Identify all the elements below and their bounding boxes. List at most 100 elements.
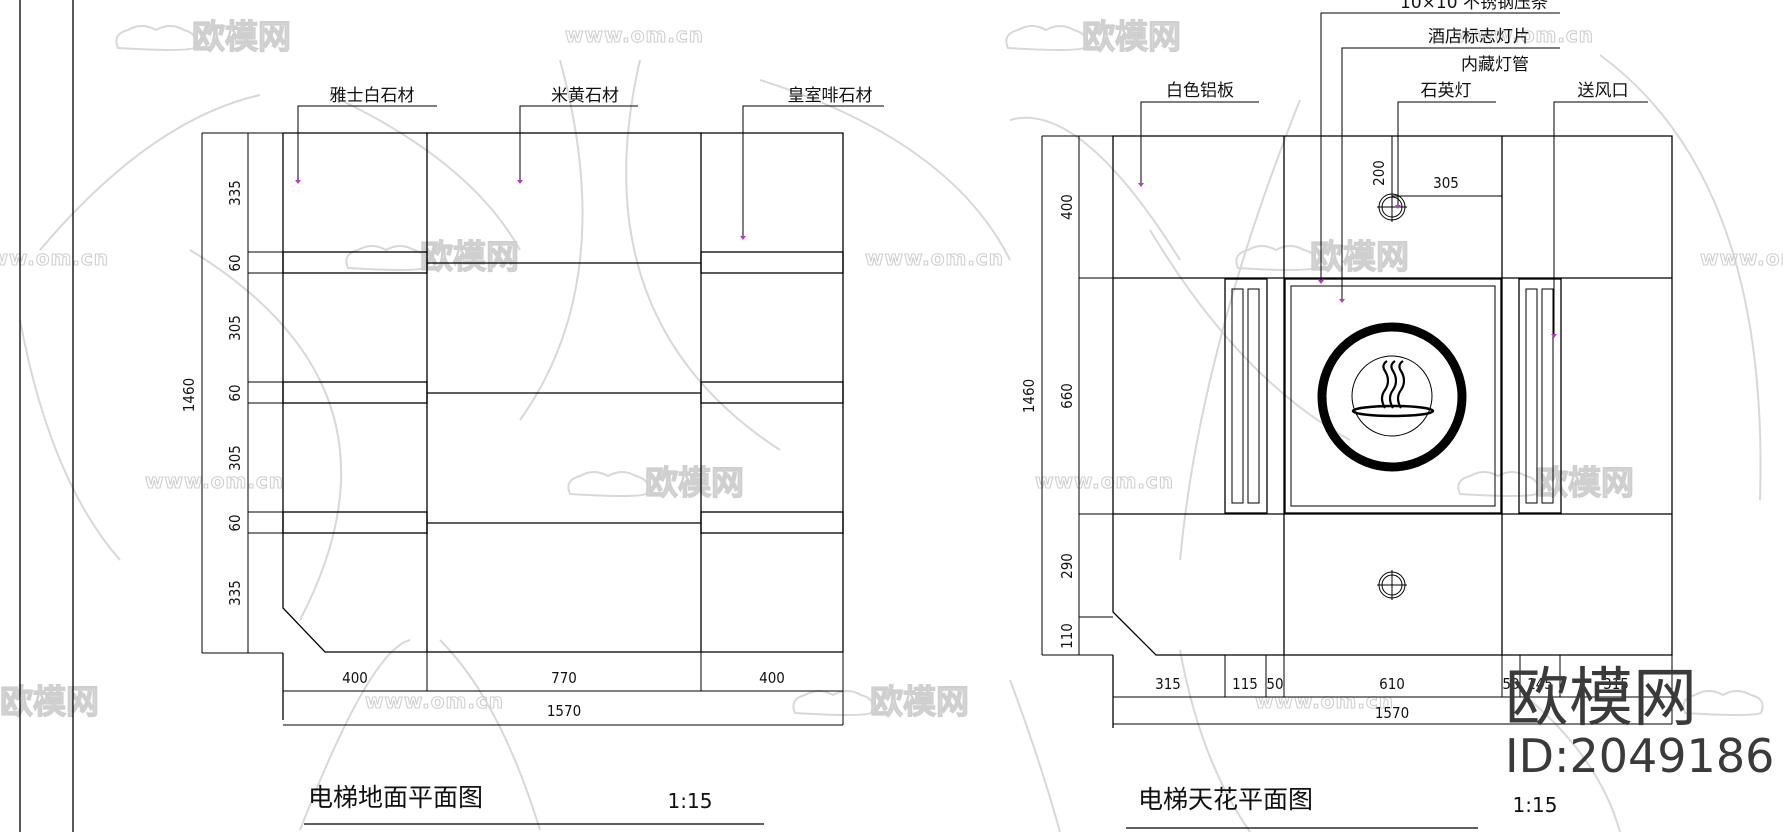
dimension-label: 305 <box>226 445 244 471</box>
dimension-label: 60 <box>226 514 244 531</box>
brown-stone-strip <box>282 511 428 534</box>
dimension-label: 610 <box>1379 675 1405 693</box>
watermark-logo: 欧模网 <box>1457 462 1635 503</box>
dimension-label: 60 <box>226 384 244 401</box>
ceiling-plan: 200 305 400 660 290 110 1460 315 115 50 … <box>1020 0 1673 829</box>
right-white-stone-column <box>701 132 844 653</box>
air-supply-vent-right <box>1518 278 1562 514</box>
dimension-label: 50 <box>1266 675 1283 693</box>
watermark-arc <box>1149 229 1351 441</box>
dimension-total-label: 1460 <box>180 378 198 412</box>
watermark-brand-text: 欧模网 <box>0 682 99 721</box>
callout-white-aluminum: 白色铝板 <box>1138 81 1259 187</box>
callout-label: 皇室啡石材 <box>788 86 873 106</box>
watermark-brand-text: 欧模网 <box>420 237 519 276</box>
dimension-label: 400 <box>342 669 368 687</box>
callout-air-supply: 送风口 <box>1551 81 1648 338</box>
dimension-label: 400 <box>759 669 785 687</box>
brown-stone-strip <box>282 381 428 404</box>
dimension-label: 200 <box>1370 160 1388 186</box>
dimension-total-label: 1570 <box>547 702 581 720</box>
dimension-label: 110 <box>1058 623 1076 649</box>
callout-beige-stone: 米黄石材 <box>517 86 638 184</box>
callout-label: 石英灯 <box>1421 81 1472 101</box>
dimension-label: 770 <box>551 669 577 687</box>
drawing-scale: 1:15 <box>1513 793 1558 817</box>
watermark-arc <box>299 639 411 831</box>
watermark-url: www.om.cn <box>1255 689 1394 713</box>
callout-label: 酒店标志灯片 <box>1428 27 1530 47</box>
brown-stone-strip <box>700 251 844 274</box>
watermark-url: www.om.cn <box>1035 469 1174 493</box>
watermark-logo: 欧模网 <box>115 16 292 57</box>
air-supply-vent-left <box>1224 278 1268 514</box>
drawing-scale: 1:15 <box>668 789 713 813</box>
brand-large-text: 欧模网 <box>1505 662 1697 736</box>
callout-label: 10×10 不锈钢压条 <box>1400 0 1548 13</box>
watermark-logo <box>1682 690 1764 716</box>
dimension-label: 115 <box>1232 675 1258 693</box>
watermark-url: www.om.cn <box>365 689 504 713</box>
watermark-arc <box>1009 116 1181 261</box>
white-aluminum-panel <box>1112 135 1673 656</box>
logo-inner-circle <box>1351 355 1433 437</box>
brown-stone-strip <box>700 381 844 404</box>
dimension-label: 660 <box>1058 383 1076 409</box>
quartz-light-bottom <box>1377 570 1407 600</box>
dimension-total-label: 1460 <box>1020 379 1038 413</box>
watermark-brand-text: 欧模网 <box>1310 237 1409 276</box>
left-white-stone-column <box>282 132 427 653</box>
dimension-label: 305 <box>1433 174 1459 192</box>
dimension-label: 315 <box>1155 675 1181 693</box>
watermark-logo: 欧模网 <box>345 236 520 277</box>
watermark-brand-text: 欧模网 <box>870 682 969 721</box>
steam-bowl-icon <box>1351 360 1435 418</box>
dimension-label: 50 <box>1502 675 1519 693</box>
watermark-arc <box>19 319 121 561</box>
watermark-url: www.om.cn <box>865 246 1004 270</box>
callout-quartz-light: 石英灯 <box>1395 81 1496 209</box>
model-id-label: ID:2049186 <box>1505 729 1774 783</box>
dimension-total-label: 1570 <box>1375 704 1409 722</box>
watermark-arc <box>1599 54 1762 501</box>
watermark-url: www.om.cn <box>0 246 109 270</box>
watermark-logo: 欧模网 <box>1005 16 1182 57</box>
drawing-title: 电梯地面平面图 <box>308 783 483 812</box>
watermark-layer: 欧模网 欧模网 欧模网 欧模网 欧模网 欧模网 欧模网 欧模网 <box>0 16 1783 832</box>
callout-white-stone: 雅士白石材 <box>295 86 437 184</box>
watermark-brand-text: 欧模网 <box>192 17 291 56</box>
dimension-label: 290 <box>1058 553 1076 579</box>
dimension-label: 335 <box>226 580 244 606</box>
watermark-url: www.om.cn <box>1700 246 1783 270</box>
watermark-arc <box>329 94 521 251</box>
watermark-brand-text: 欧模网 <box>1535 463 1634 502</box>
watermark-logo: 欧模网 <box>0 681 100 721</box>
watermark-arc <box>1529 699 1621 832</box>
watermark-logo: 欧模网 <box>792 681 970 722</box>
watermark-arc <box>189 249 342 621</box>
watermark-logo: 欧模网 <box>1235 236 1410 277</box>
watermark-url: www.om.cn <box>1455 23 1594 47</box>
brand-overlay: 欧模网 ID:2049186 <box>1505 662 1774 783</box>
watermark-logo: 欧模网 <box>567 462 745 503</box>
hotel-logo-light-panel <box>1284 278 1502 514</box>
watermark-arc <box>39 94 261 251</box>
brown-stone-strip <box>282 251 428 274</box>
callout-stainless-trim: 10×10 不锈钢压条 <box>1318 0 1560 284</box>
callout-label: 内藏灯管 <box>1461 55 1529 75</box>
dimension-label: 335 <box>226 180 244 206</box>
brown-stone-strip <box>700 511 844 534</box>
callout-label: 米黄石材 <box>551 86 619 106</box>
logo-ring <box>1317 322 1467 472</box>
watermark-arc <box>759 79 1011 261</box>
dimension-label: 60 <box>226 254 244 271</box>
callout-brown-stone: 皇室啡石材 <box>740 86 884 240</box>
watermark-arc <box>519 59 584 421</box>
watermark-brand-text: 欧模网 <box>645 463 744 502</box>
callout-label: 送风口 <box>1578 81 1629 101</box>
floor-plan: 335 60 305 60 305 60 335 1460 400 770 40… <box>180 86 884 825</box>
dimension-label: 315 <box>1603 675 1629 693</box>
watermark-arc <box>625 59 781 451</box>
dimension-label: 145 <box>1527 675 1553 693</box>
